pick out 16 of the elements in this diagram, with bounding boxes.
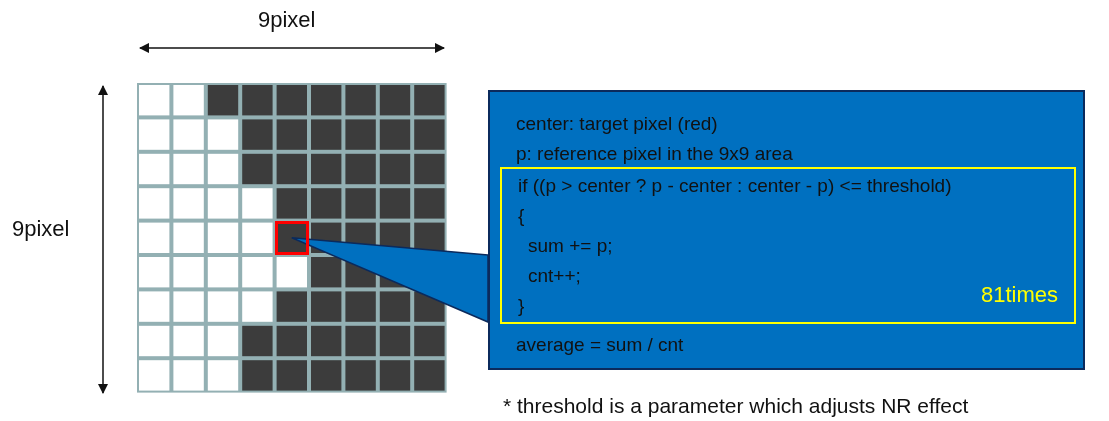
footnote-text: * threshold is a parameter which adjusts NR effect bbox=[503, 394, 969, 418]
code-line: cnt++; bbox=[528, 264, 581, 288]
code-line: } bbox=[518, 294, 525, 318]
callout-box bbox=[488, 90, 1085, 370]
code-line: if ((p > center ? p - center : center - p) <= threshold) bbox=[518, 174, 952, 198]
callout-pointer bbox=[291, 237, 489, 324]
loop-box bbox=[500, 167, 1076, 324]
code-line: { bbox=[518, 204, 525, 228]
dimension-label: 9pixel bbox=[12, 217, 70, 241]
code-line: sum += p; bbox=[528, 234, 613, 258]
description-text: p: reference pixel in the 9x9 area bbox=[516, 142, 793, 166]
target-pixel-marker bbox=[274, 220, 309, 255]
description-text: center: target pixel (red) bbox=[516, 112, 718, 136]
repeat-count: 81times bbox=[980, 283, 1058, 307]
dimension-label: 9pixel bbox=[258, 8, 316, 32]
description-text: average = sum / cnt bbox=[516, 333, 684, 357]
